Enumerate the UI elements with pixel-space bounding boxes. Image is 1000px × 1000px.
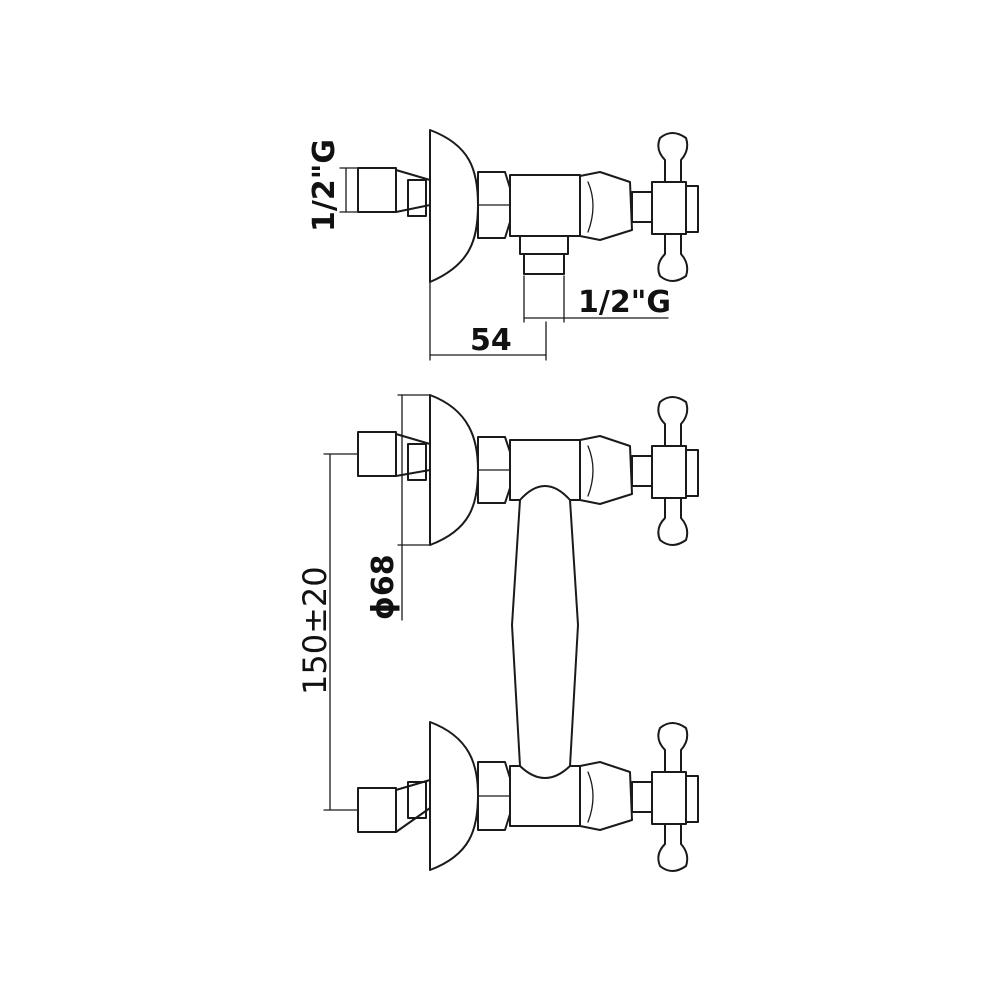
side-view: 1/2"G 1/2"G 54 — [307, 129, 699, 361]
upper-valve — [357, 394, 699, 546]
label-top-outlet-thread: 1/2"G — [578, 285, 671, 320]
upper-bonnet — [579, 435, 633, 505]
label-rosette-diameter: ϕ68 — [366, 554, 401, 620]
connecting-body — [511, 485, 579, 779]
lower-rosette — [429, 721, 479, 871]
upper-inlet-stub — [357, 431, 397, 477]
side-outlet — [519, 235, 569, 255]
label-top-inlet-thread: 1/2"G — [307, 139, 342, 232]
side-spindle — [631, 191, 653, 223]
upper-rosette — [429, 394, 479, 546]
dim-rosette-diameter: ϕ68 — [366, 394, 431, 621]
side-inlet-stub — [357, 167, 397, 213]
dim-top-inlet-thread: 1/2"G — [307, 139, 359, 232]
label-center-distance: 150±20 — [296, 566, 334, 695]
upper-handle-top-knob — [657, 396, 689, 447]
dim-top-outlet-thread: 1/2"G — [523, 275, 671, 323]
dim-depth: 54 — [429, 281, 547, 361]
upper-handle-bottom-knob — [657, 497, 689, 546]
side-handle-top-knob — [657, 132, 689, 183]
side-bonnet — [579, 171, 633, 241]
side-handle-bottom-knob — [657, 233, 689, 282]
lower-handle-bottom-knob — [657, 823, 689, 872]
front-view: ϕ68 150±20 — [296, 394, 699, 872]
side-rosette — [429, 129, 479, 283]
dim-center-distance: 150±20 — [296, 453, 359, 811]
lower-bonnet — [579, 761, 633, 831]
lower-valve — [357, 721, 699, 872]
label-depth: 54 — [470, 323, 512, 358]
lower-handle-top-knob — [657, 722, 689, 773]
lower-inlet-stub — [357, 787, 397, 833]
side-body — [509, 174, 581, 237]
